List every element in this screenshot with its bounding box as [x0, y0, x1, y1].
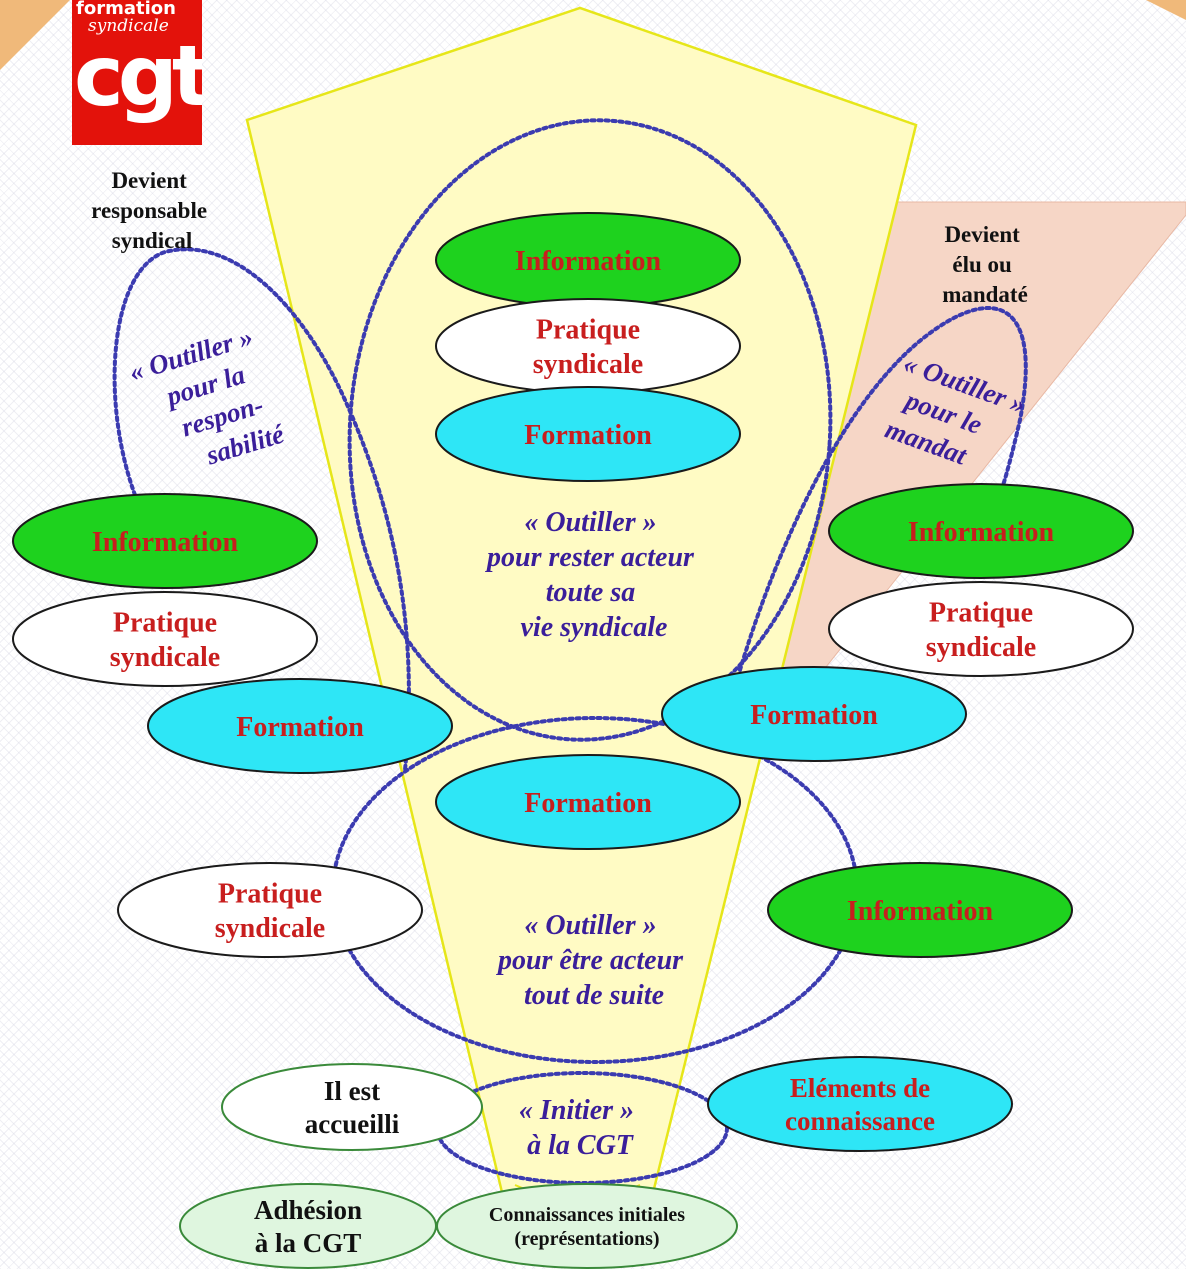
left-formation-shape — [147, 678, 453, 774]
connaissances-text: Connaissances initiales — [489, 1204, 685, 1226]
left-information-shape — [12, 493, 318, 589]
left-pratique-shape — [12, 591, 318, 687]
elements-text: Eléments de — [790, 1073, 930, 1103]
left-formation-text: Formation — [236, 712, 364, 743]
connaissances-shape — [436, 1183, 738, 1269]
accueilli-text: Il est — [324, 1076, 380, 1106]
middle-pratique-text: Pratique — [218, 879, 322, 910]
funnel-shape — [245, 6, 918, 1207]
middle-information-text: Information — [847, 896, 994, 927]
top-label: « Outiller » pour rester acteur toute sa… — [485, 507, 701, 643]
right-formation-ellipse: Formation — [661, 666, 967, 762]
right-information-text: Information — [908, 517, 1055, 548]
accueilli-text: accueilli — [305, 1109, 400, 1139]
middle-pratique-text: syndicale — [215, 913, 325, 944]
top-information-text: Information — [515, 246, 662, 277]
bottom-label: « Initier » à la CGT — [519, 1095, 641, 1161]
left-pratique-text: Pratique — [113, 608, 217, 639]
logo-line1: formation — [76, 0, 176, 19]
logo-line3: cgt — [74, 27, 202, 125]
middle-formation-ellipse: Formation — [435, 754, 741, 850]
right-loop — [738, 306, 1028, 672]
left-loop — [112, 247, 411, 772]
top-pratique-text: syndicale — [533, 349, 643, 380]
top-formation-ellipse: Formation — [435, 386, 741, 482]
left-information-text: Information — [92, 527, 239, 558]
right-formation-shape — [661, 666, 967, 762]
right-pratique-text: syndicale — [926, 632, 1036, 663]
left-pratique-text: syndicale — [110, 642, 220, 673]
top-formation-text: Formation — [524, 420, 652, 451]
connaissances-text: (représentations) — [514, 1228, 659, 1250]
elements-shape — [707, 1056, 1013, 1152]
middle-information-ellipse: Information — [767, 862, 1073, 958]
svg-text:« Outiller » pour la: « Outiller » pour la respon- sabilité — [126, 319, 293, 484]
top-information-ellipse: Information — [435, 212, 741, 308]
left-heading: Devient responsable syndical — [91, 168, 213, 253]
left-information-ellipse: Information — [12, 493, 318, 589]
right-pratique-text: Pratique — [929, 598, 1033, 629]
corner-decoration — [0, 0, 70, 70]
right-information-ellipse: Information — [828, 483, 1134, 579]
middle-formation-shape — [435, 754, 741, 850]
middle-pratique-shape — [117, 862, 423, 958]
adhesion-text: Adhésion — [254, 1195, 362, 1225]
left-label: « Outiller » pour la respon- sabilité — [126, 319, 293, 484]
right-formation-text: Formation — [750, 700, 878, 731]
middle-formation-text: Formation — [524, 788, 652, 819]
elements-text: connaissance — [785, 1106, 935, 1136]
top-pratique-text: Pratique — [536, 315, 640, 346]
middle-label: « Outiller » pour être acteur tout de su… — [496, 910, 690, 1011]
right-pratique-shape — [828, 581, 1134, 677]
right-heading: Devient élu ou mandaté — [942, 222, 1028, 307]
logo-line2: syndicale — [88, 16, 169, 36]
middle-information-shape — [767, 862, 1073, 958]
left-formation-ellipse: Formation — [147, 678, 453, 774]
top-formation-shape — [435, 386, 741, 482]
adhesion-text: à la CGT — [255, 1228, 362, 1258]
connaissances-ellipse: Connaissances initiales(représentations) — [436, 1183, 738, 1269]
accueilli-shape — [221, 1063, 483, 1151]
right-information-shape — [828, 483, 1134, 579]
corner-decoration — [1146, 0, 1186, 20]
cgt-logo: formation syndicale cgt — [72, 0, 202, 145]
